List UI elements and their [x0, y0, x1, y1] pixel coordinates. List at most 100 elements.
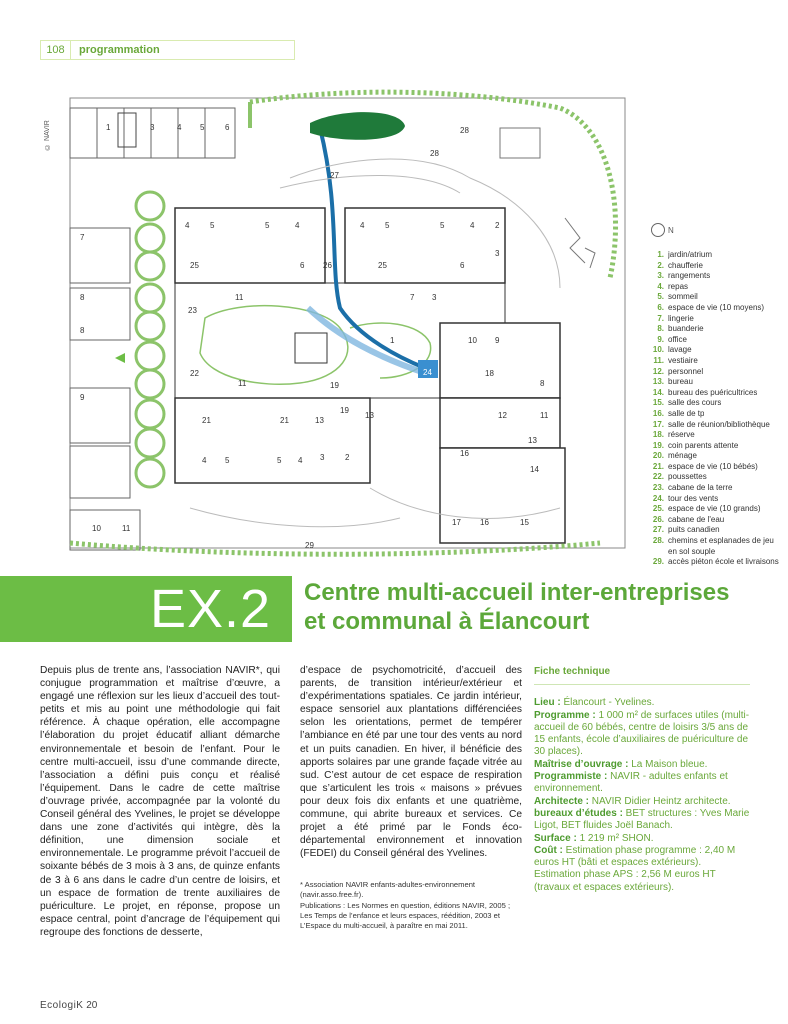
- legend-number: 3.: [657, 271, 664, 281]
- legend-number: 16.: [652, 408, 664, 418]
- svg-text:19: 19: [340, 406, 349, 415]
- paths: [189, 158, 561, 528]
- north-arrow-icon: [651, 223, 665, 237]
- legend-item: 4.repas: [650, 282, 788, 293]
- fiche-technique: Fiche technique Lieu : Élancourt - Yveli…: [534, 666, 750, 894]
- svg-text:22: 22: [190, 369, 199, 378]
- legend-number: 19.: [652, 440, 664, 450]
- svg-text:11: 11: [238, 379, 247, 388]
- svg-text:4: 4: [177, 123, 182, 132]
- svg-text:2: 2: [495, 221, 500, 230]
- fiche-architecte: Architecte : NAVIR Didier Heintz archite…: [534, 795, 731, 807]
- legend-label: salle de tp: [668, 408, 705, 418]
- legend-number: 6.: [657, 302, 664, 312]
- footnote: * Association NAVIR enfants-adultes-envi…: [300, 880, 522, 932]
- svg-text:8: 8: [540, 379, 545, 388]
- svg-text:5: 5: [265, 221, 270, 230]
- fiche-lieu: Lieu : Élancourt - Yvelines.: [534, 697, 655, 709]
- puits-canadien: [318, 127, 426, 370]
- legend-label: accès piéton école et livraisons: [668, 557, 779, 567]
- legend-label: vestiaire: [668, 355, 698, 365]
- section-label: programmation: [79, 44, 160, 56]
- fiche-programme: Programme : 1 000 m² de surfaces utiles …: [534, 709, 750, 758]
- legend-label: coin parents attente: [668, 440, 739, 450]
- legend-number: 10.: [652, 345, 664, 355]
- svg-text:28: 28: [430, 149, 439, 158]
- legend-item: 3. rangements: [650, 271, 788, 282]
- body-column-1: Depuis plus de trente ans, l’association…: [40, 665, 280, 938]
- legend-label: chaufferie: [668, 260, 703, 270]
- ex-label: EX.2: [150, 579, 272, 639]
- page-title: Centre multi-accueil inter-entreprises e…: [304, 578, 784, 636]
- fiche-title: Fiche technique: [534, 666, 750, 686]
- legend-number: 29.: [652, 557, 664, 567]
- legend-label: rangements: [668, 271, 711, 281]
- legend-item: 19. coin parents attente: [650, 441, 788, 452]
- legend-number: 23.: [652, 483, 664, 493]
- svg-text:16: 16: [460, 449, 469, 458]
- north-indicator: N: [651, 223, 674, 237]
- legend-label: ménage: [668, 451, 697, 461]
- side-sheds: [69, 227, 141, 551]
- hedge-top: [249, 89, 619, 279]
- play-structures: [499, 127, 596, 269]
- page-number: 108: [41, 41, 71, 59]
- legend-label: jardin/atrium: [668, 250, 713, 259]
- svg-text:3: 3: [495, 249, 500, 258]
- legend-label: repas: [668, 281, 689, 291]
- legend-number: 12.: [652, 366, 664, 376]
- legend-label: chemins et esplanades de jeu: [668, 536, 774, 546]
- svg-text:5: 5: [440, 221, 445, 230]
- svg-text:12: 12: [498, 411, 507, 420]
- legend-label: personnel: [668, 366, 704, 376]
- entry-arrow: [115, 353, 125, 363]
- legend-number: 9.: [657, 334, 664, 344]
- svg-text:5: 5: [210, 221, 215, 230]
- svg-text:29: 29: [305, 541, 314, 550]
- north-label: N: [668, 225, 674, 235]
- svg-text:1: 1: [106, 123, 111, 132]
- svg-text:10: 10: [468, 336, 477, 345]
- legend-label: réserve: [668, 430, 695, 440]
- body-column-2: d’espace de psychomotricité, d’accueil d…: [300, 665, 522, 860]
- legend-item: en sol souple: [650, 547, 788, 558]
- svg-text:4: 4: [470, 221, 475, 230]
- svg-text:21: 21: [202, 416, 211, 425]
- legend-item: 8.buanderie: [650, 324, 788, 335]
- title-band: EX.2 Centre multi-accueil inter-entrepri…: [0, 576, 788, 646]
- svg-text:26: 26: [323, 261, 332, 270]
- legend-item: 9.office: [650, 335, 788, 346]
- svg-text:27: 27: [330, 171, 339, 180]
- svg-text:2: 2: [345, 453, 350, 462]
- svg-text:14: 14: [530, 465, 539, 474]
- svg-text:7: 7: [80, 233, 85, 242]
- svg-text:13: 13: [528, 436, 537, 445]
- legend-label: salle de réunion/bibliothèque: [668, 419, 770, 429]
- site-plan: 1 3 4 5 6: [69, 89, 626, 557]
- svg-text:25: 25: [190, 261, 199, 270]
- tour-des-vents: [418, 360, 438, 378]
- legend-number: 1.: [657, 250, 664, 259]
- legend-label: salle des cours: [668, 398, 722, 408]
- title-line-2: et communal à Élancourt: [304, 608, 590, 635]
- footnote-line-1: * Association NAVIR enfants-adultes-envi…: [300, 880, 476, 899]
- svg-text:5: 5: [225, 456, 230, 465]
- legend-label: poussettes: [668, 472, 707, 482]
- legend-number: 2.: [657, 260, 664, 270]
- svg-text:4: 4: [298, 456, 303, 465]
- legend-item: 17.salle de réunion/bibliothèque: [650, 420, 788, 431]
- page-footer: EcologiK 20: [40, 1000, 97, 1011]
- svg-text:5: 5: [277, 456, 282, 465]
- svg-text:5: 5: [385, 221, 390, 230]
- svg-text:11: 11: [235, 293, 244, 302]
- legend-item: 22.poussettes: [650, 472, 788, 483]
- svg-text:8: 8: [80, 293, 85, 302]
- legend-item: 16. salle de tp: [650, 409, 788, 420]
- pond: [310, 112, 405, 140]
- legend-number: 27.: [652, 525, 664, 535]
- legend-number: 14.: [652, 387, 664, 397]
- svg-text:6: 6: [225, 123, 230, 132]
- svg-text:15: 15: [520, 518, 529, 527]
- svg-text:10: 10: [92, 524, 101, 533]
- legend-item: 28.chemins et esplanades de jeu: [650, 536, 788, 547]
